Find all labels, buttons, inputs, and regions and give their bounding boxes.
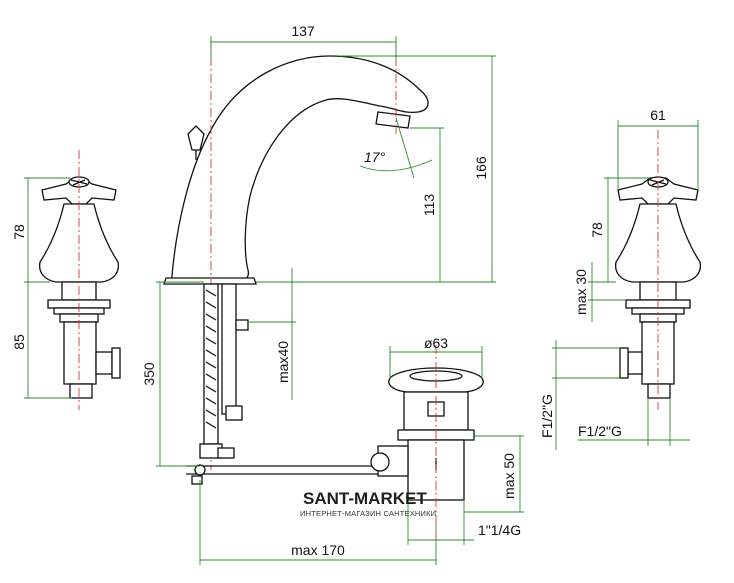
left-valve: 78 85 — [11, 150, 121, 410]
right-valve: 61 78 max 30 F1/2"G F1/2"G — [539, 107, 702, 450]
dim-drain-thread: 1"1/4G — [478, 522, 521, 538]
watermark-brand: SANT-MARKET — [303, 489, 427, 508]
dim-handle-height-right: 78 — [589, 222, 605, 238]
dim-deck-max: max40 — [275, 341, 291, 383]
watermark: SANT-MARKET ИНТЕРНЕТ-МАГАЗИН САНТЕХНИКИ — [300, 489, 436, 518]
dim-spout-reach: 137 — [291, 23, 315, 39]
dim-spout-angle: 17° — [364, 149, 386, 165]
dim-handle-height-left: 78 — [11, 224, 27, 240]
dim-height-total: 166 — [473, 156, 489, 180]
dim-thread-right-horizontal: F1/2"G — [578, 423, 622, 439]
dim-supply-length: 350 — [141, 362, 157, 386]
dim-deck-max-right: max 30 — [573, 269, 589, 315]
dim-rod-max: max 170 — [291, 542, 345, 558]
dim-drain-max: max 50 — [501, 453, 517, 499]
under-deck-assembly: 350 max40 max 170 — [141, 268, 437, 565]
dim-handle-width-right: 61 — [650, 107, 666, 123]
watermark-tagline: ИНТЕРНЕТ-МАГАЗИН САНТЕХНИКИ — [300, 509, 436, 518]
dim-height-outlet: 113 — [421, 194, 437, 217]
spout-assembly: 17° 137 166 113 — [163, 23, 496, 470]
dim-thread-right-vertical: F1/2"G — [539, 394, 555, 438]
dim-drain-diameter: ø63 — [424, 335, 448, 351]
dim-valve-body-left: 85 — [11, 334, 27, 350]
drain-assembly: ø63 max 50 1"1/4G — [370, 335, 524, 545]
